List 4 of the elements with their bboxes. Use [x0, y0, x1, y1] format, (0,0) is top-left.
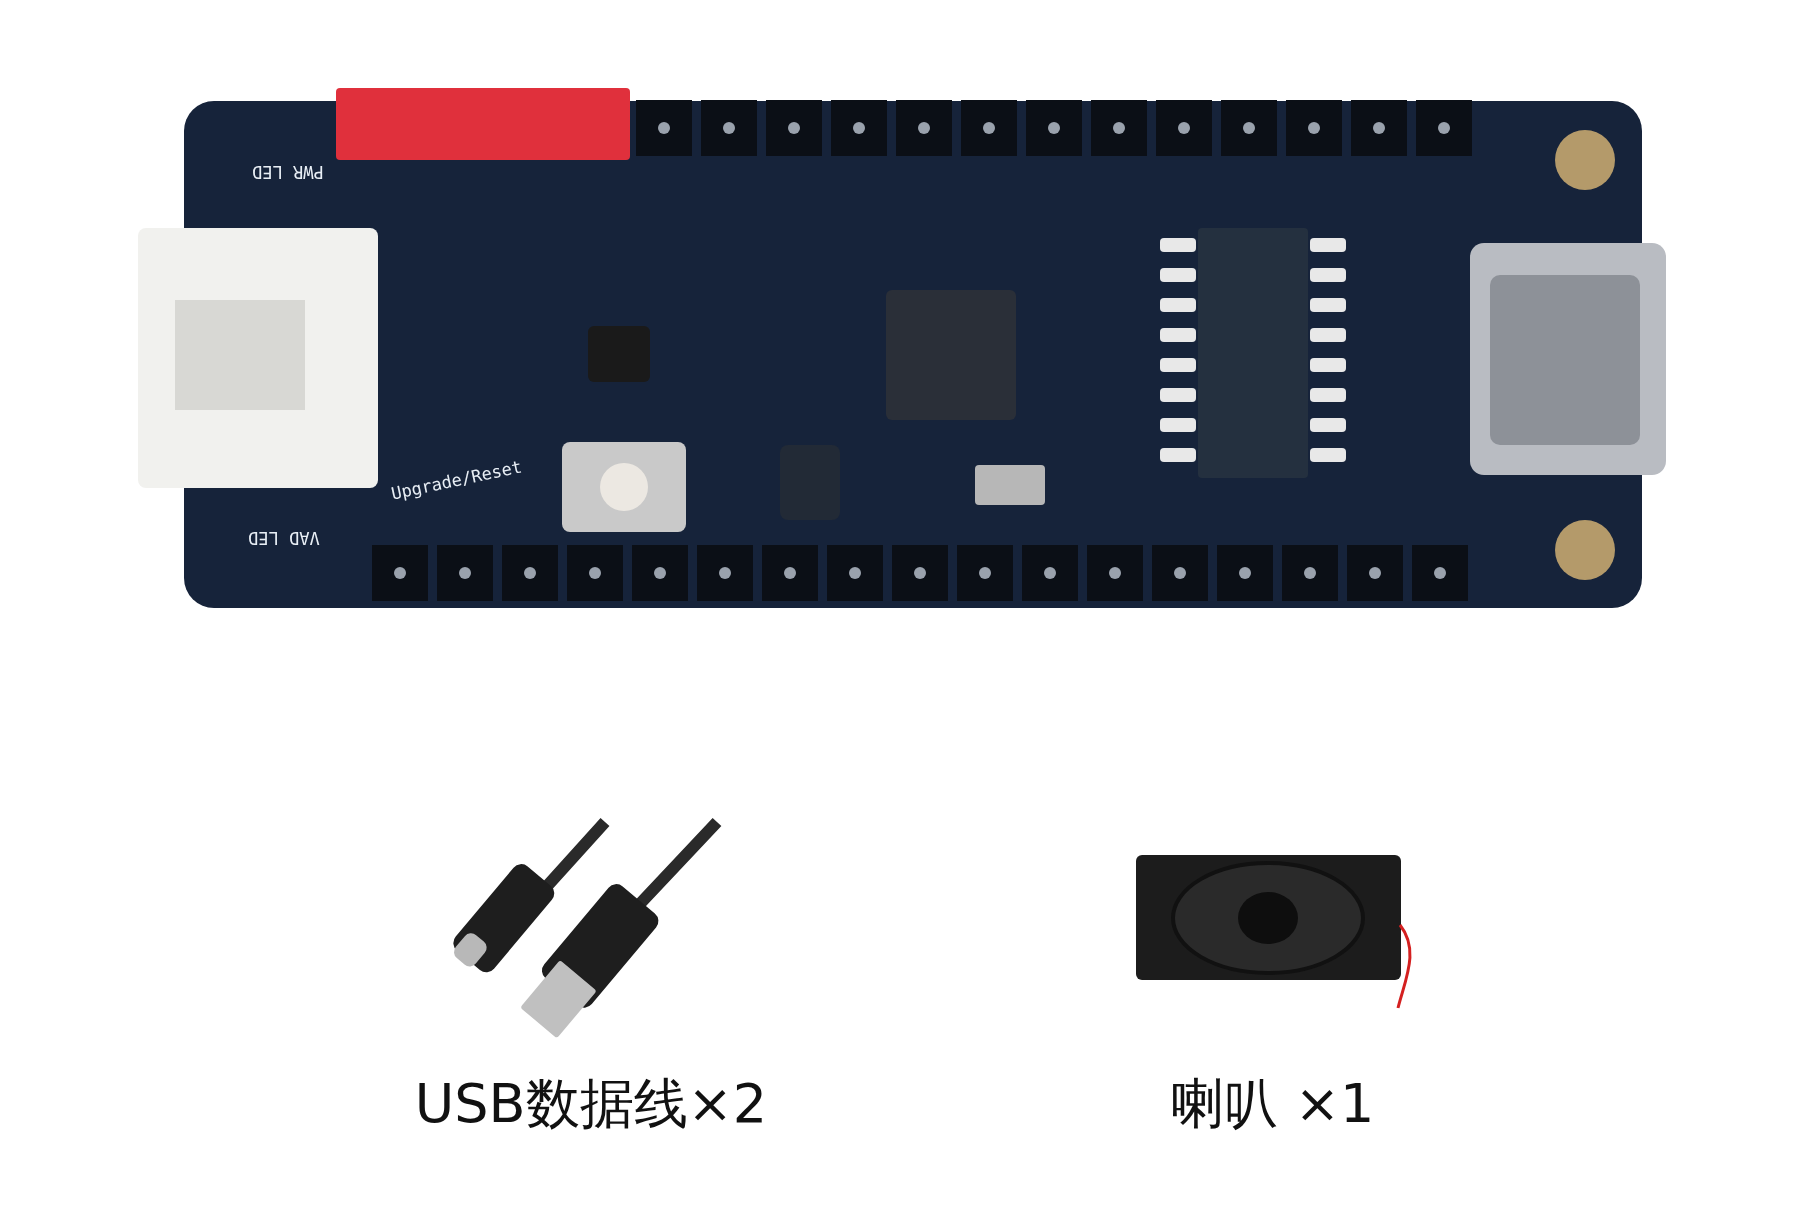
- silkscreen-label: PWR LED: [252, 162, 324, 182]
- caption: USB数据线×2: [414, 1071, 768, 1137]
- caption: 喇叭 ×1: [1169, 1071, 1375, 1137]
- silkscreen-label: VAD LED: [248, 528, 320, 548]
